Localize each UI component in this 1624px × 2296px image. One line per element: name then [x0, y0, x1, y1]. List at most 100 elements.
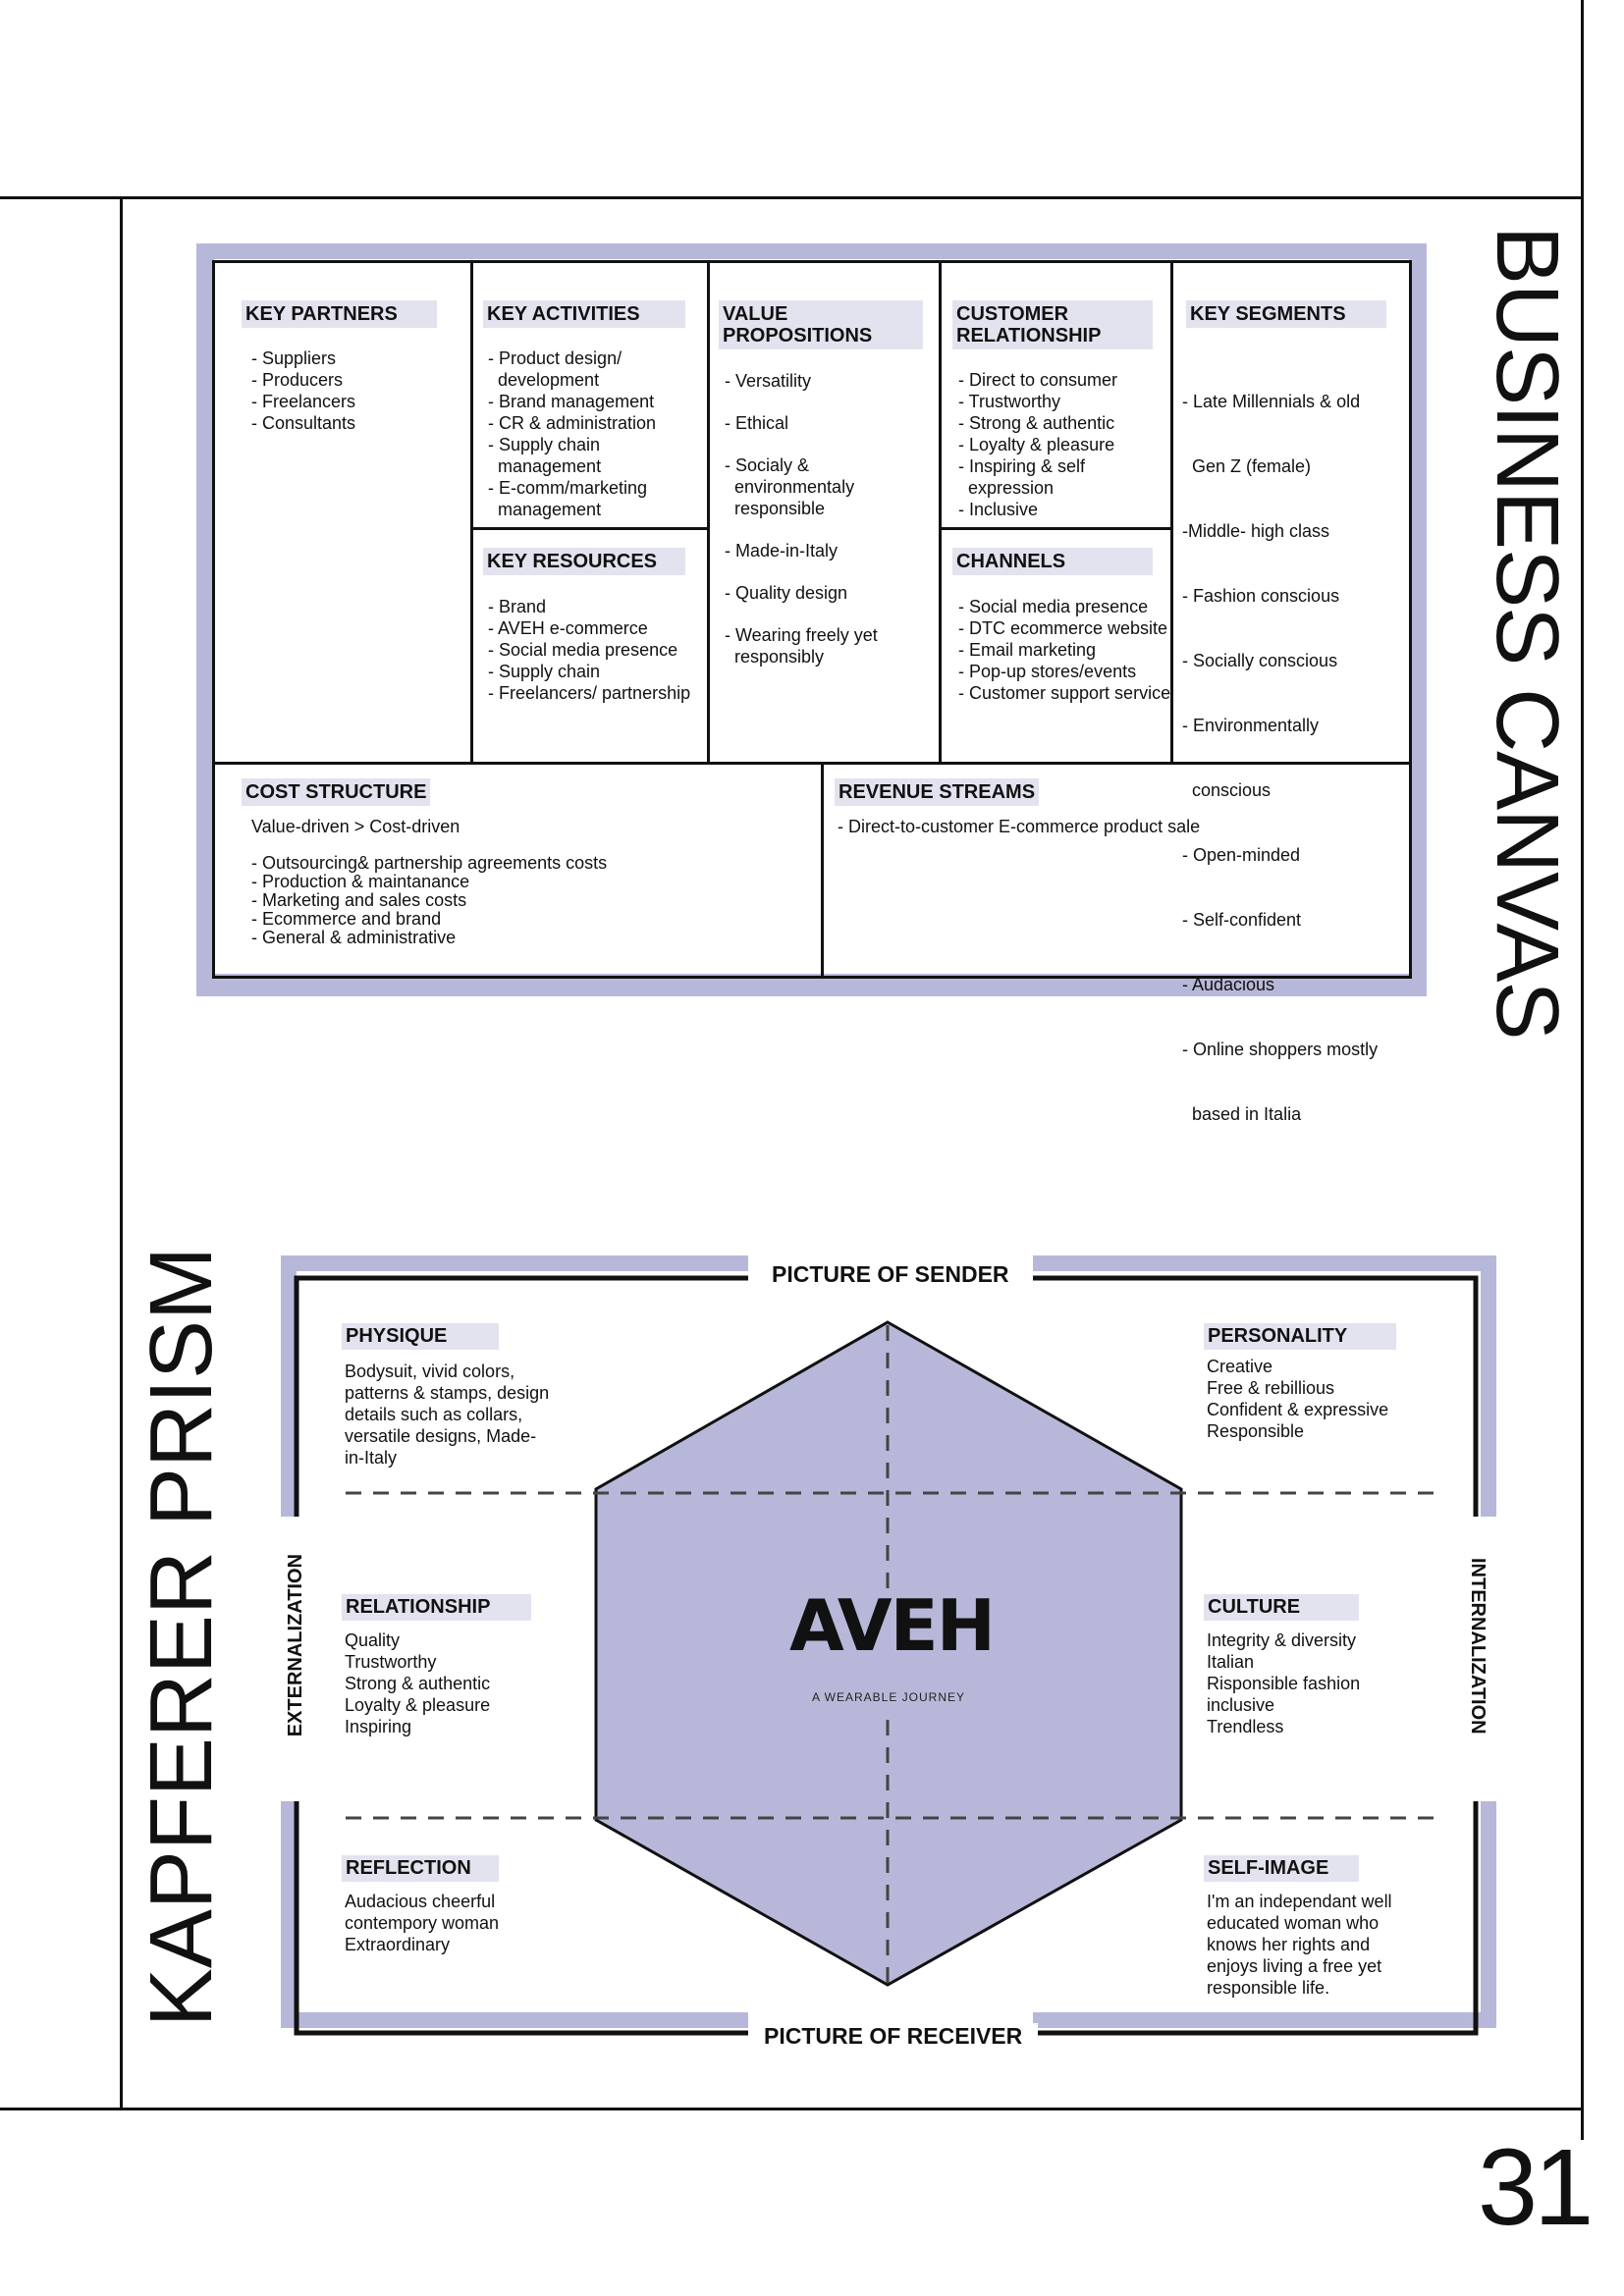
text-line: Loyalty & pleasure — [345, 1695, 491, 1715]
canvas-border-bottom — [212, 976, 1412, 979]
physique-text: Bodysuit, vivid colors, patterns & stamp… — [345, 1361, 549, 1468]
externalization-label: EXTERNALIZATION — [285, 1554, 306, 1737]
key-partners-list: Suppliers Producers Freelancers Consulta… — [247, 347, 454, 434]
right-border — [1581, 0, 1584, 2140]
cost-structure-list: Outsourcing& partnership agreements cost… — [247, 854, 797, 947]
list-item: Supply chain management — [484, 434, 695, 477]
cost-revenue-divider — [821, 762, 824, 979]
list-item: Freelancers/ partnership — [484, 682, 708, 704]
list-item: Quality design — [721, 582, 917, 604]
reflection-header: REFLECTION — [342, 1855, 499, 1882]
value-propositions-header: VALUE PROPOSITIONS — [719, 300, 923, 349]
personality-text: Creative Free & rebillious Confident & e… — [1207, 1356, 1388, 1442]
list-item: E-comm/marketing management — [484, 477, 695, 520]
list-item: General & administrative — [247, 929, 797, 947]
list-item: CR & administration — [484, 412, 695, 434]
picture-of-sender-label: PICTURE OF SENDER — [756, 1261, 1025, 1288]
list-item: Suppliers — [247, 347, 454, 369]
text-line: in-Italy — [345, 1448, 398, 1468]
list-item: Wearing freely yet responsibly — [721, 624, 917, 667]
list-item: - Open-minded — [1182, 845, 1301, 865]
list-item: -Middle- high class — [1182, 521, 1330, 541]
value-propositions-title-2: PROPOSITIONS — [723, 325, 873, 347]
text-line: Responsible — [1207, 1421, 1305, 1441]
key-segments-list: - Late Millennials & old Gen Z (female) … — [1182, 347, 1403, 1147]
list-item: Inspiring & self expression — [954, 455, 1151, 499]
text-line: Trendless — [1207, 1717, 1284, 1736]
internalization-label: INTERNALIZATION — [1467, 1558, 1489, 1735]
key-activities-list: Product design/ development Brand manage… — [484, 347, 695, 520]
canvas-border-right — [1409, 260, 1412, 979]
text-line: inclusive — [1207, 1695, 1275, 1715]
text-line: enjoys living a free yet — [1207, 1956, 1382, 1976]
list-item: Ethical — [721, 412, 917, 434]
cost-structure-intro: Value-driven > Cost-driven — [251, 817, 460, 836]
list-item: Made-in-Italy — [721, 540, 917, 561]
canvas-col-divider-2 — [707, 260, 710, 764]
list-item: Versatility — [721, 370, 917, 392]
business-canvas-title: BUSINESS CANVAS — [1478, 226, 1576, 1040]
physique-header: PHYSIQUE — [342, 1323, 499, 1350]
list-item: Production & maintanance — [247, 873, 797, 891]
key-segments-header: KEY SEGMENTS — [1186, 300, 1386, 328]
list-item: Social media presence — [484, 639, 708, 661]
value-propositions-list: Versatility Ethical Socialy & environmen… — [721, 370, 917, 688]
list-item: Direct to consumer — [954, 369, 1151, 391]
customer-relationship-list: Direct to consumer Trustworthy Strong & … — [954, 369, 1151, 520]
value-propositions-title-1: VALUE — [723, 303, 788, 325]
aveh-logo: AVEH — [789, 1584, 996, 1667]
left-divider — [120, 196, 123, 2110]
text-line: Risponsible fashion — [1207, 1674, 1361, 1693]
canvas-border-left — [212, 260, 215, 979]
list-item: conscious — [1182, 780, 1272, 800]
text-line: Free & rebillious — [1207, 1378, 1335, 1398]
text-line: Strong & authentic — [345, 1674, 491, 1693]
canvas-col-divider-4 — [1170, 260, 1173, 764]
list-item: Strong & authentic — [954, 412, 1151, 434]
list-item: - Online shoppers mostly — [1182, 1040, 1379, 1059]
text-line: Integrity & diversity — [1207, 1630, 1357, 1650]
reflection-text: Audacious cheerful contempory woman Extr… — [345, 1891, 499, 1955]
list-item: - Environmentally — [1182, 716, 1320, 735]
customer-relationship-title-2: RELATIONSHIP — [956, 325, 1102, 347]
aveh-tagline: A WEARABLE JOURNEY — [811, 1690, 966, 1704]
list-item: - Socially conscious — [1182, 651, 1338, 670]
list-item: DTC ecommerce website — [954, 617, 1172, 639]
channels-header: CHANNELS — [952, 548, 1153, 575]
channels-list: Social media presence DTC ecommerce webs… — [954, 596, 1172, 704]
text-line: responsible life. — [1207, 1978, 1330, 1998]
text-line: I'm an independant well — [1207, 1892, 1392, 1911]
customer-relationship-header: CUSTOMER RELATIONSHIP — [952, 300, 1153, 349]
prism-frame — [281, 1255, 1496, 2028]
list-item: Marketing and sales costs — [247, 891, 797, 910]
list-item: Brand — [484, 596, 708, 617]
list-item: Brand management — [484, 391, 695, 412]
customer-relationship-title-1: CUSTOMER — [956, 303, 1069, 325]
list-item: Email marketing — [954, 639, 1172, 661]
list-item: Product design/ development — [484, 347, 695, 391]
activities-resources-divider — [470, 527, 710, 530]
text-line: details such as collars, — [345, 1405, 523, 1424]
list-item: Freelancers — [247, 391, 454, 412]
revenue-streams-header: REVENUE STREAMS — [835, 778, 1040, 806]
key-resources-list: Brand AVEH e-commerce Social media prese… — [484, 596, 708, 704]
cost-structure-header: COST STRUCTURE — [242, 778, 431, 806]
list-item: - Audacious — [1182, 975, 1275, 994]
key-activities-header: KEY ACTIVITIES — [483, 300, 685, 328]
list-item: Direct-to-customer E-commerce product sa… — [834, 816, 1383, 837]
text-line: Audacious cheerful — [345, 1892, 496, 1911]
text-line: Confident & expressive — [1207, 1400, 1389, 1419]
culture-header: CULTURE — [1204, 1594, 1359, 1621]
relationship-channels-divider — [939, 527, 1173, 530]
list-item: Ecommerce and brand — [247, 910, 797, 929]
text-line: Bodysuit, vivid colors, — [345, 1362, 515, 1381]
list-item: - Self-confident — [1182, 910, 1302, 930]
list-item: Customer support service — [954, 682, 1172, 704]
self-image-header: SELF-IMAGE — [1204, 1855, 1359, 1882]
text-line: knows her rights and — [1207, 1935, 1371, 1954]
list-item: Pop-up stores/events — [954, 661, 1172, 682]
text-line: Quality — [345, 1630, 401, 1650]
list-item: AVEH e-commerce — [484, 617, 708, 639]
list-item: Social media presence — [954, 596, 1172, 617]
text-line: patterns & stamps, design — [345, 1383, 550, 1403]
